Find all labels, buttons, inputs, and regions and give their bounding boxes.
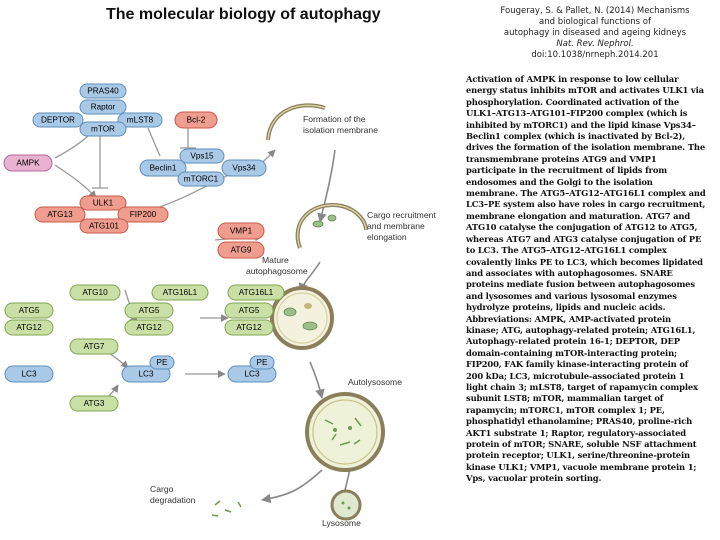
vps15-label: Vps15 (190, 152, 214, 161)
node-lc3-b: LC3 (121, 365, 171, 383)
node-pe-b: PE (249, 355, 275, 370)
node-atg5-a: ATG5 (4, 302, 54, 319)
atg5-c-label: ATG5 (239, 306, 260, 315)
mtorc1-label: mTORC1 (184, 175, 219, 184)
arrow-isolation-to-cargo (317, 149, 336, 223)
atg3-label: ATG3 (84, 399, 105, 408)
vmp1-label: VMP1 (230, 227, 253, 236)
mtorc1-link (147, 127, 161, 157)
isolation-membrane-drawing (266, 103, 326, 141)
atg10-label: ATG10 (82, 288, 108, 297)
node-beclin1: Beclin1 (139, 159, 187, 177)
figure-description: Activation of AMPK in response to low ce… (466, 74, 706, 484)
fip200-label: FIP200 (130, 210, 157, 219)
citation-journal: Nat. Rev. Nephrol. (556, 39, 634, 49)
atg12-b-label: ATG12 (136, 323, 162, 332)
atg5-a-label: ATG5 (19, 306, 40, 315)
atg16l1-b-label: ATG16L1 (239, 288, 274, 297)
node-atg9: ATG9 (217, 241, 265, 259)
node-atg13: ATG13 (34, 206, 86, 223)
raptor-label: Raptor (91, 103, 116, 112)
stage-lysosome-label: Lysosome (322, 518, 361, 528)
stage-autolysosome-label: Autolysosome (348, 377, 402, 387)
citation-authors: Fougeray, S. & Pallet, N. (2014) Mechani… (500, 6, 690, 16)
node-atg12-c: ATG12 (224, 319, 274, 336)
atg12-a-label: ATG12 (16, 323, 42, 332)
atg5-b-label: ATG5 (139, 306, 160, 315)
atg12-c-label: ATG12 (236, 323, 262, 332)
node-atg16l1-b: ATG16L1 (227, 284, 285, 301)
cargo-membrane-drawing (295, 203, 368, 249)
node-pe-a: PE (149, 355, 175, 370)
node-vps15: Vps15 (179, 148, 225, 164)
lc3-a-label: LC3 (21, 370, 36, 379)
mature-autophagosome-drawing (270, 286, 334, 350)
node-mtorc1: mTORC1 (177, 171, 225, 187)
autolysosome-drawing (305, 392, 385, 472)
node-ampk: AMPK (3, 154, 53, 172)
citation-title-1: and biological functions of (539, 17, 651, 27)
atg7-label: ATG7 (84, 342, 105, 351)
node-ulk1: ULK1 (79, 195, 127, 211)
arrow-autolysosome-to-degradation (261, 469, 323, 504)
arrow-mature-to-autolysosome (309, 361, 325, 399)
node-atg12-b: ATG12 (124, 319, 174, 336)
node-bcl2: Bcl-2 (174, 111, 218, 129)
citation-title-2: autophagy in diseased and ageing kidneys (503, 28, 687, 38)
lysosome-drawing (330, 489, 362, 521)
node-atg5-c: ATG5 (224, 302, 274, 319)
node-atg101: ATG101 (79, 218, 129, 234)
vps34-label: Vps34 (232, 164, 256, 173)
pe-a-label: PE (157, 358, 168, 367)
citation: Fougeray, S. & Pallet, N. (2014) Mechani… (486, 6, 704, 61)
node-raptor: Raptor (79, 99, 127, 115)
beclin1-label: Beclin1 (150, 164, 177, 173)
citation-doi: doi:10.1038/nrneph.2014.201 (531, 50, 659, 60)
mtor-label: mTOR (91, 125, 115, 134)
mlst8-label: mLST8 (127, 116, 154, 125)
cargo-degradation-drawing (211, 500, 242, 517)
node-deptor: DEPTOR (32, 112, 84, 128)
ampk-to-ulk1 (54, 164, 97, 199)
lc3-b-label: LC3 (138, 370, 153, 379)
atg101-label: ATG101 (89, 222, 119, 231)
atg13-label: ATG13 (47, 210, 73, 219)
node-vmp1: VMP1 (217, 222, 265, 240)
node-mtor: mTOR (79, 121, 127, 137)
node-lc3-a: LC3 (4, 365, 54, 383)
deptor-label: DEPTOR (41, 116, 75, 125)
node-vps34: Vps34 (221, 159, 267, 177)
atg16l1-a-label: ATG16L1 (163, 288, 198, 297)
lc3-c-label: LC3 (244, 370, 259, 379)
ampk-inhibit-mtor (54, 133, 91, 159)
page-title: The molecular biology of autophagy (106, 6, 381, 23)
atg9-label: ATG9 (231, 246, 252, 255)
protein-nodes: PRAS40 Raptor DEPTOR mLST8 mTOR Bcl-2 AM… (3, 83, 285, 412)
pras40-label: PRAS40 (87, 87, 119, 96)
node-atg7: ATG7 (69, 338, 119, 355)
node-atg16l1-a: ATG16L1 (151, 284, 209, 301)
node-mlst8: mLST8 (117, 112, 163, 128)
node-atg10: ATG10 (69, 284, 121, 301)
node-atg5-b: ATG5 (124, 302, 174, 319)
pe-b-label: PE (257, 358, 268, 367)
node-atg3: ATG3 (69, 395, 119, 412)
ampk-label: AMPK (16, 159, 40, 168)
node-atg12-a: ATG12 (4, 319, 54, 336)
bcl2-label: Bcl-2 (187, 116, 206, 125)
node-pras40: PRAS40 (79, 83, 127, 99)
ulk1-label: ULK1 (93, 199, 114, 208)
node-fip200: FIP200 (117, 206, 169, 223)
